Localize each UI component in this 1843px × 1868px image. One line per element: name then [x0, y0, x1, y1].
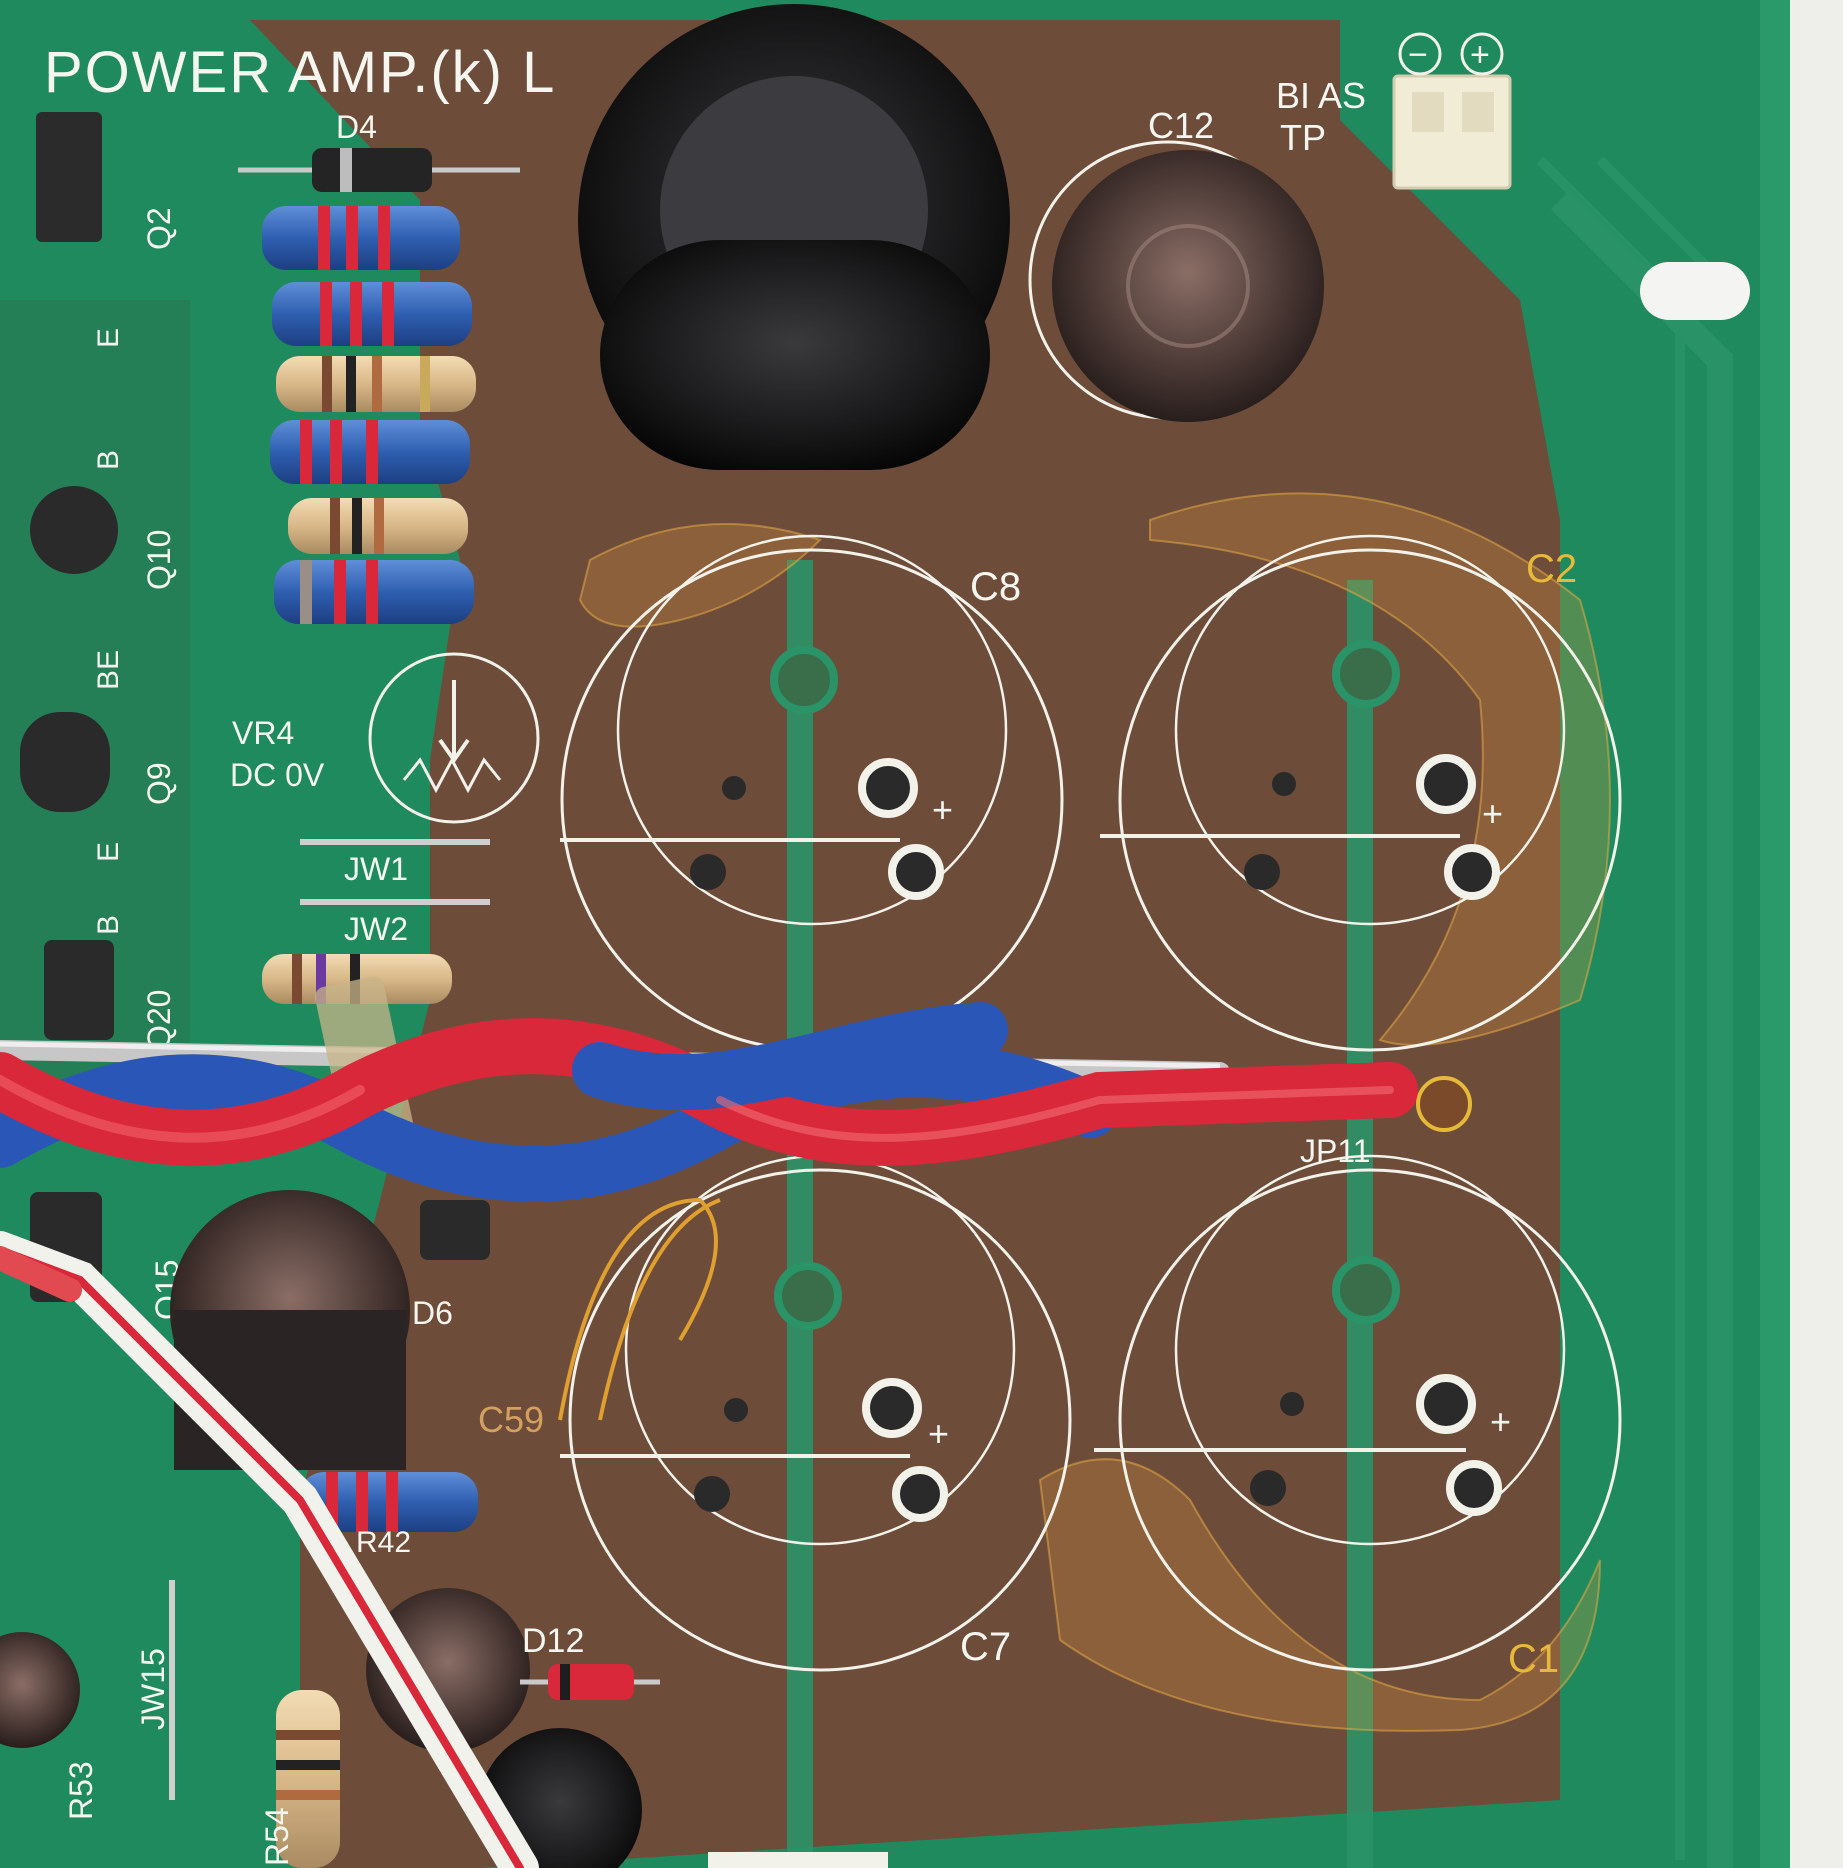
label-c1: C1	[1508, 1637, 1559, 1681]
c59-leads	[558, 1197, 721, 1421]
twisted-wire-pair	[0, 1002, 1418, 1202]
label-b2: B	[92, 915, 125, 935]
label-d6: D6	[412, 1295, 453, 1331]
capacitor-bottom-left	[0, 1632, 80, 1748]
label-dc0v: DC 0V	[230, 757, 325, 793]
vr4-trimmer	[368, 652, 540, 824]
board-right-strip	[1760, 0, 1790, 1868]
label-e2: E	[92, 842, 125, 862]
label-q9: Q9	[141, 762, 177, 805]
label-r42: R42	[356, 1526, 411, 1559]
label-jp11: JP11	[1300, 1133, 1371, 1169]
resistor-stack	[262, 206, 476, 624]
plus-c7: +	[928, 1413, 949, 1454]
label-jw1: JW1	[344, 851, 408, 887]
label-q10: Q10	[141, 530, 177, 590]
plus-c8: +	[932, 789, 953, 830]
green-traces	[787, 190, 1733, 1868]
label-c59: C59	[478, 1399, 544, 1440]
diode-d4	[312, 148, 432, 192]
label-jw15: JW15	[135, 1648, 171, 1730]
transistor-q20	[44, 940, 114, 1040]
connector-minus: −	[1408, 36, 1428, 74]
label-b1: B	[92, 450, 125, 470]
label-vr4: VR4	[232, 715, 294, 751]
board-title: POWER AMP.(k) L	[44, 40, 556, 105]
capacitor-c7-footprint: +	[560, 1154, 1072, 1672]
board-edge	[1790, 0, 1843, 1868]
glue-blob-c2	[1149, 492, 1611, 1046]
label-c7: C7	[960, 1625, 1011, 1669]
capacitor-c8-footprint: +	[560, 534, 1064, 1052]
capacitor-c2-footprint: +	[1100, 534, 1622, 1052]
label-e1: E	[92, 328, 125, 348]
label-be1: BE	[92, 650, 125, 690]
mounting-slot	[1640, 262, 1750, 320]
label-jw2: JW2	[344, 911, 408, 947]
label-c12: C12	[1148, 105, 1214, 146]
capacitor-c1-footprint: +	[1094, 1154, 1622, 1672]
transistor-q9	[20, 712, 110, 812]
red-white-cable	[0, 1231, 539, 1868]
label-tp: TP	[1280, 117, 1326, 158]
copper-pour	[0, 20, 1560, 1868]
glue-blob-c1	[1038, 1458, 1601, 1732]
transistor-q10	[30, 486, 118, 574]
label-r53: R53	[63, 1761, 99, 1820]
label-q2: Q2	[141, 207, 177, 250]
label-d4: D4	[336, 109, 377, 145]
label-c2: C2	[1526, 547, 1577, 591]
capacitor-c12	[1052, 150, 1324, 422]
transistor-q2	[36, 112, 102, 242]
label-bias: BI AS	[1276, 75, 1366, 116]
connector-plus: +	[1470, 36, 1490, 74]
label-q20: Q20	[141, 990, 177, 1050]
plus-c2: +	[1482, 793, 1503, 834]
plus-c1: +	[1490, 1401, 1511, 1442]
label-c8: C8	[970, 565, 1021, 609]
label-r54: R54	[259, 1807, 295, 1866]
label-d12: D12	[522, 1622, 584, 1660]
jp11-pad	[1416, 1076, 1472, 1132]
